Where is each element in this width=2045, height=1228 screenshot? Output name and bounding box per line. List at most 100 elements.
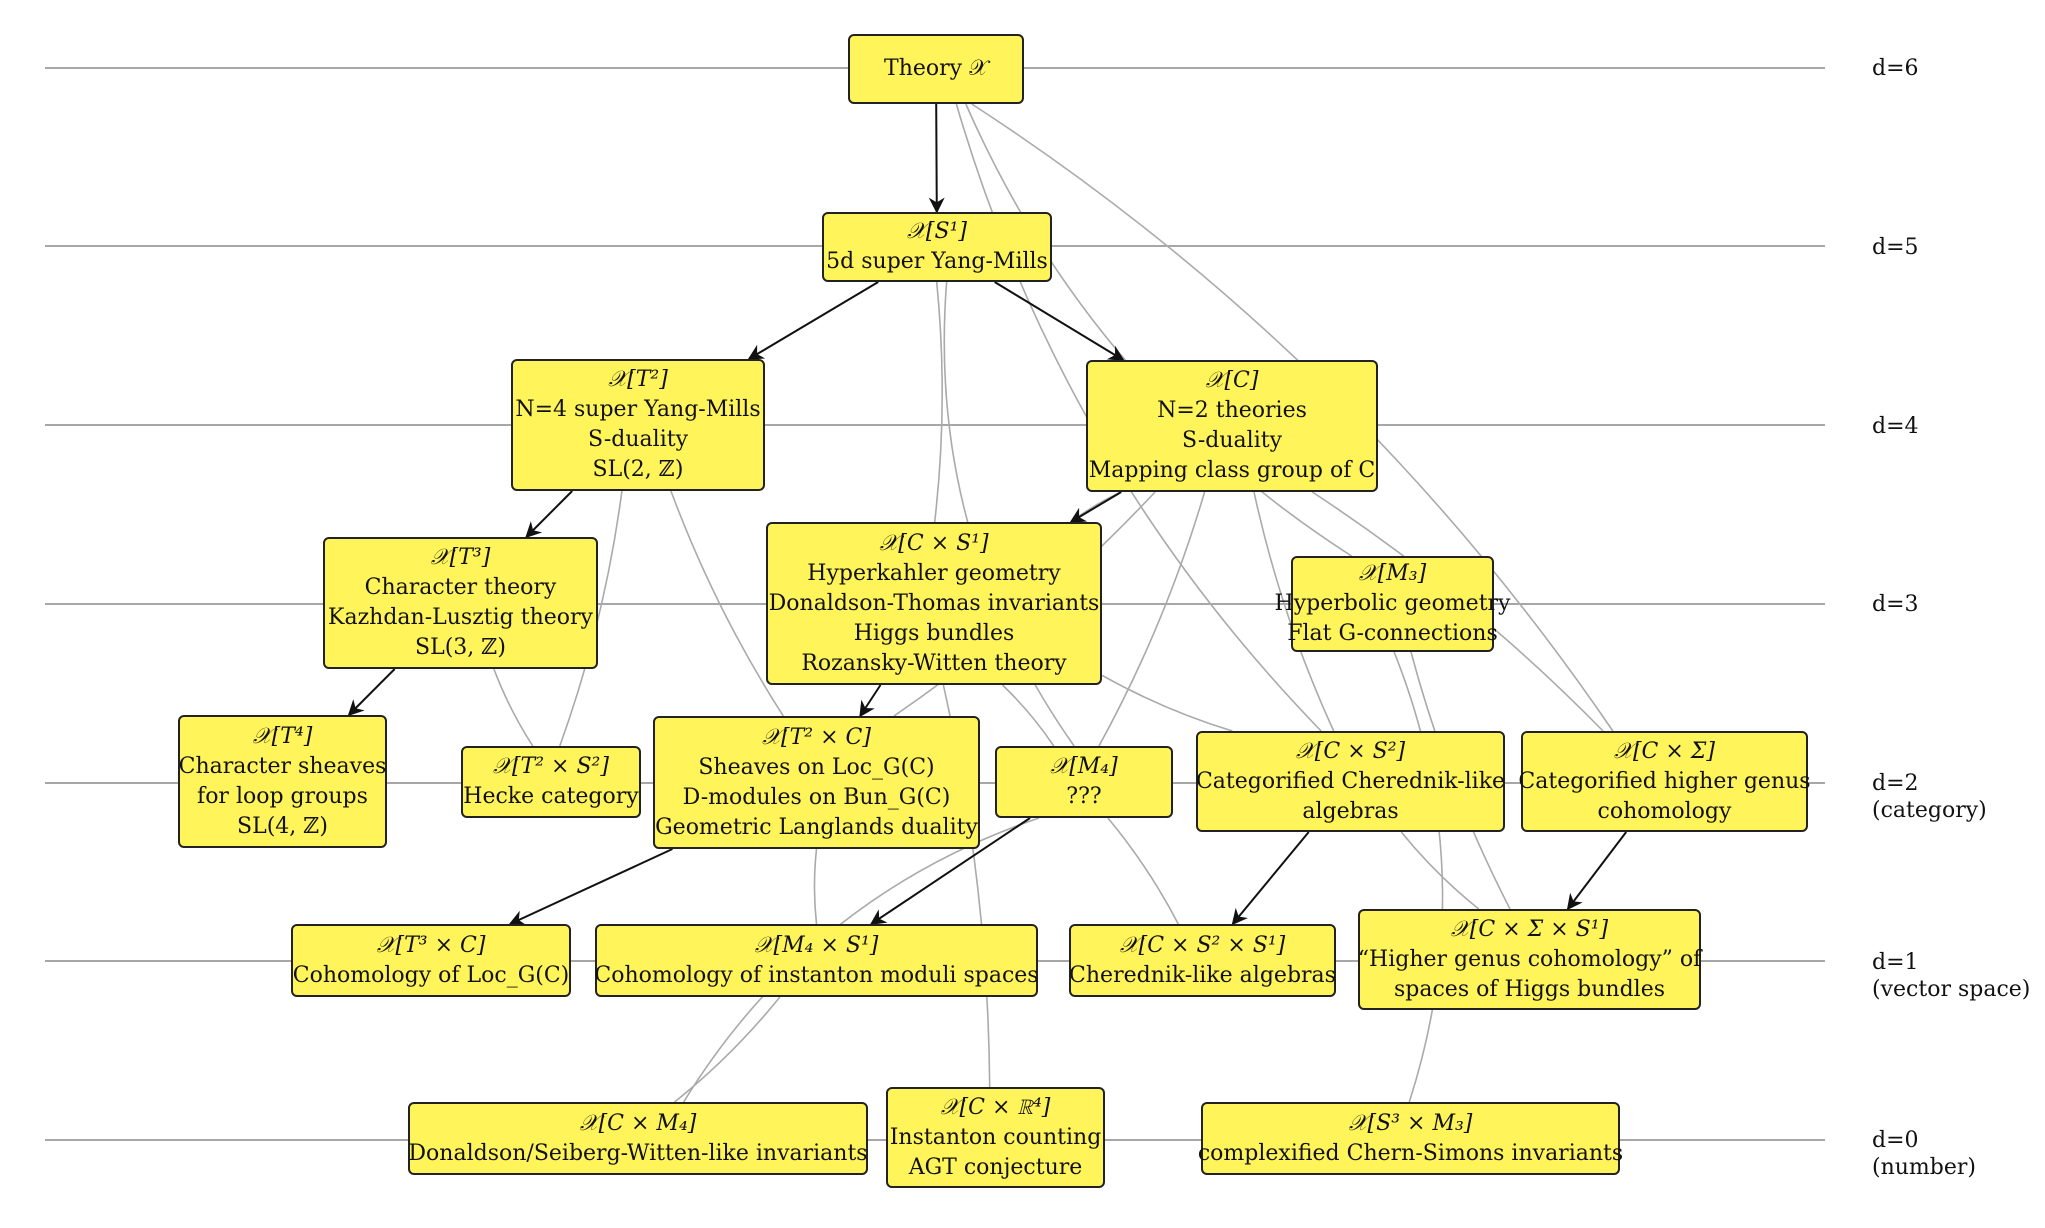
level-label-d2: d=2 (category) xyxy=(1872,770,1987,824)
node-line: Hecke category xyxy=(463,784,639,809)
level-name: d=0 xyxy=(1872,1128,1919,1153)
node-theory: Theory 𝒳 xyxy=(848,34,1024,104)
node-line: Sheaves on Loc_G(C) xyxy=(698,754,935,780)
node-line: Geometric Langlands duality xyxy=(655,814,978,840)
node-title: 𝒳[C × Σ × S¹] xyxy=(1450,916,1609,942)
node-line: 5d super Yang-Mills xyxy=(826,249,1048,274)
relation-link-c-cs2 xyxy=(1253,491,1335,732)
node-cs2s1: 𝒳[C × S² × S¹]Cherednik-like algebras xyxy=(1069,924,1336,997)
arrow-s1-t2 xyxy=(747,281,879,360)
node-line: N=4 super Yang-Mills xyxy=(515,397,761,422)
node-title: 𝒳[T² × C] xyxy=(762,724,871,750)
level-label-d6: d=6 xyxy=(1872,55,1919,82)
node-line: cohomology xyxy=(1597,798,1732,824)
node-title: 𝒳[C × S²] xyxy=(1295,738,1406,764)
level-label-d5: d=5 xyxy=(1872,234,1919,261)
node-title: 𝒳[C × ℝ⁴] xyxy=(940,1094,1051,1120)
node-line: N=2 theories xyxy=(1157,398,1307,423)
relation-link-cs2-csigs1 xyxy=(1400,831,1480,910)
level-name: d=1 xyxy=(1872,950,1919,975)
node-line: for loop groups xyxy=(197,783,368,809)
node-title: 𝒳[T²] xyxy=(608,367,668,392)
arrow-t2c-t3c xyxy=(508,848,673,926)
relation-link-t2c-m4s1 xyxy=(813,848,818,925)
node-line: Character sheaves xyxy=(178,753,387,779)
level-name: d=5 xyxy=(1872,235,1919,260)
node-title: 𝒳[C × Σ] xyxy=(1614,738,1715,764)
node-line: Kazhdan-Lusztig theory xyxy=(328,605,593,630)
relation-link-t2-t2c xyxy=(670,490,784,717)
node-title: 𝒳[C × M₄] xyxy=(579,1110,697,1136)
node-title: 𝒳[S¹] xyxy=(907,219,967,244)
node-line: Cherednik-like algebras xyxy=(1069,962,1336,988)
node-title: 𝒳[S³ × M₃] xyxy=(1348,1110,1473,1136)
node-title: 𝒳[M₄ × S¹] xyxy=(754,932,879,958)
node-title: 𝒳[C] xyxy=(1205,368,1259,393)
node-t2s2: 𝒳[T² × S²] Hecke category xyxy=(461,746,641,818)
level-label-d1: d=1 (vector space) xyxy=(1872,949,2030,1003)
node-m4: 𝒳[M₄]??? xyxy=(995,746,1173,818)
node-line: Hyperkahler geometry xyxy=(807,560,1061,586)
node-t2c: 𝒳[T² × C] Sheaves on Loc_G(C) D-modules on… xyxy=(653,716,980,849)
node-line: Donaldson-Thomas invariants xyxy=(768,590,1100,616)
level-name: d=3 xyxy=(1872,592,1919,617)
node-title: 𝒳[M₃] xyxy=(1358,561,1427,586)
node-csig: 𝒳[C × Σ] Categorified higher genus cohomol… xyxy=(1518,731,1811,832)
node-line: Categorified higher genus xyxy=(1518,768,1811,794)
node-line: Higgs bundles xyxy=(853,620,1015,646)
node-line: Instanton counting xyxy=(889,1124,1102,1150)
node-s3m3: 𝒳[S³ × M₃]complexified Chern-Simons inva… xyxy=(1198,1102,1623,1175)
node-title: 𝒳[T⁴] xyxy=(252,723,313,749)
arrow-cs1-t2c xyxy=(859,684,882,718)
node-title: 𝒳[T³ × C] xyxy=(376,932,486,958)
arrow-theory-s1 xyxy=(928,103,945,214)
arrow-t3-t4 xyxy=(347,668,396,717)
node-cs2: 𝒳[C × S²] Categorified Cherednik-like alge… xyxy=(1196,731,1505,832)
node-line: S-duality xyxy=(587,427,689,452)
node-m4s1: 𝒳[M₄ × S¹]Cohomology of instanton moduli… xyxy=(594,924,1039,997)
arrow-m4-m4s1 xyxy=(869,817,1031,925)
level-name: d=2 xyxy=(1872,771,1919,796)
node-title: Theory 𝒳 xyxy=(884,56,988,81)
node-line: spaces of Higgs bundles xyxy=(1393,976,1665,1002)
node-t3c: 𝒳[T³ × C] Cohomology of Loc_G(C) xyxy=(291,924,571,997)
level-name: d=6 xyxy=(1872,56,1919,81)
node-cm4: 𝒳[C × M₄]Donaldson/Seiberg-Witten-like i… xyxy=(408,1102,868,1175)
node-line: D-modules on Bun_G(C) xyxy=(682,784,951,810)
node-line: “Higher genus cohomology” of xyxy=(1357,946,1702,972)
node-title: 𝒳[T³] xyxy=(430,545,491,570)
arrow-cs2-cs2s1 xyxy=(1231,831,1310,926)
arrow-t2-t3 xyxy=(525,490,573,539)
relation-link-c-m4 xyxy=(1098,491,1206,747)
node-line: Hyperbolic geometry xyxy=(1274,591,1511,616)
relation-link-m4-cs2s1 xyxy=(1107,817,1179,925)
node-line: SL(3, ℤ) xyxy=(415,635,506,660)
arrow-c-cs1 xyxy=(1069,491,1122,523)
level-unit: (category) xyxy=(1872,798,1987,823)
node-line: AGT conjecture xyxy=(908,1154,1083,1180)
level-unit: (number) xyxy=(1872,1155,1976,1180)
arrow-s1-c xyxy=(994,281,1125,361)
node-line: ??? xyxy=(1066,784,1102,809)
level-label-d0: d=0 (number) xyxy=(1872,1127,1976,1181)
node-line: SL(4, ℤ) xyxy=(237,813,328,839)
arrow-csig-csigs1 xyxy=(1566,831,1627,911)
node-s1: 𝒳[S¹] 5d super Yang-Mills xyxy=(822,212,1052,282)
relation-link-cs1-cs2 xyxy=(1101,674,1233,732)
relation-link-cs1-m4 xyxy=(1001,684,1055,747)
node-title: 𝒳[C × S¹] xyxy=(879,530,989,556)
node-line: Categorified Cherednik-like xyxy=(1195,768,1506,794)
node-title: 𝒳[T² × S²] xyxy=(493,754,609,779)
node-line: Cohomology of Loc_G(C) xyxy=(292,962,570,988)
level-unit: (vector space) xyxy=(1872,977,2031,1002)
node-line: algebras xyxy=(1302,798,1399,824)
level-label-d4: d=4 xyxy=(1872,413,1919,440)
